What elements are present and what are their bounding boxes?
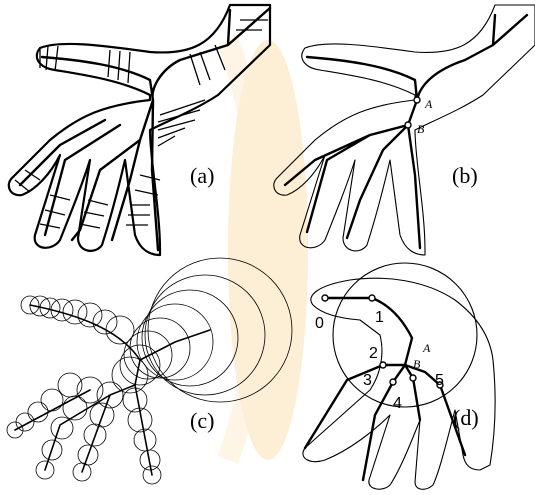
node-label-0: 0	[315, 315, 324, 332]
panel-b: A B (b)	[274, 5, 535, 255]
node-0	[322, 295, 328, 301]
panel-label-b: (b)	[452, 163, 478, 188]
panel-label-c: (c)	[190, 408, 214, 433]
branch-point-B-b	[405, 122, 411, 128]
hand-outline-d	[303, 278, 495, 489]
node-2	[380, 362, 386, 368]
node-3	[390, 379, 396, 385]
node-label-2: 2	[369, 345, 378, 362]
panel-label-a: (a)	[190, 163, 214, 188]
watermark-logo	[228, 40, 308, 460]
node-1	[369, 295, 375, 301]
point-label-B-d: B	[413, 357, 421, 371]
node-label-5: 5	[435, 372, 444, 389]
node-label-3: 3	[363, 372, 372, 389]
skeleton-d	[305, 298, 465, 480]
point-label-B-b: B	[417, 122, 425, 136]
panel-d: 0 1 2 3 4 5 A B (d)	[303, 263, 495, 489]
node-4	[410, 375, 416, 381]
simplified-skeleton-b	[285, 15, 527, 248]
panel-label-d: (d)	[453, 405, 479, 430]
node-label-4: 4	[393, 395, 402, 412]
point-label-A-d: A	[422, 341, 431, 355]
fitting-circle-d	[333, 263, 477, 407]
branch-point-A-b	[414, 97, 420, 103]
node-label-1: 1	[375, 309, 384, 326]
point-label-A-b: A	[424, 97, 433, 111]
